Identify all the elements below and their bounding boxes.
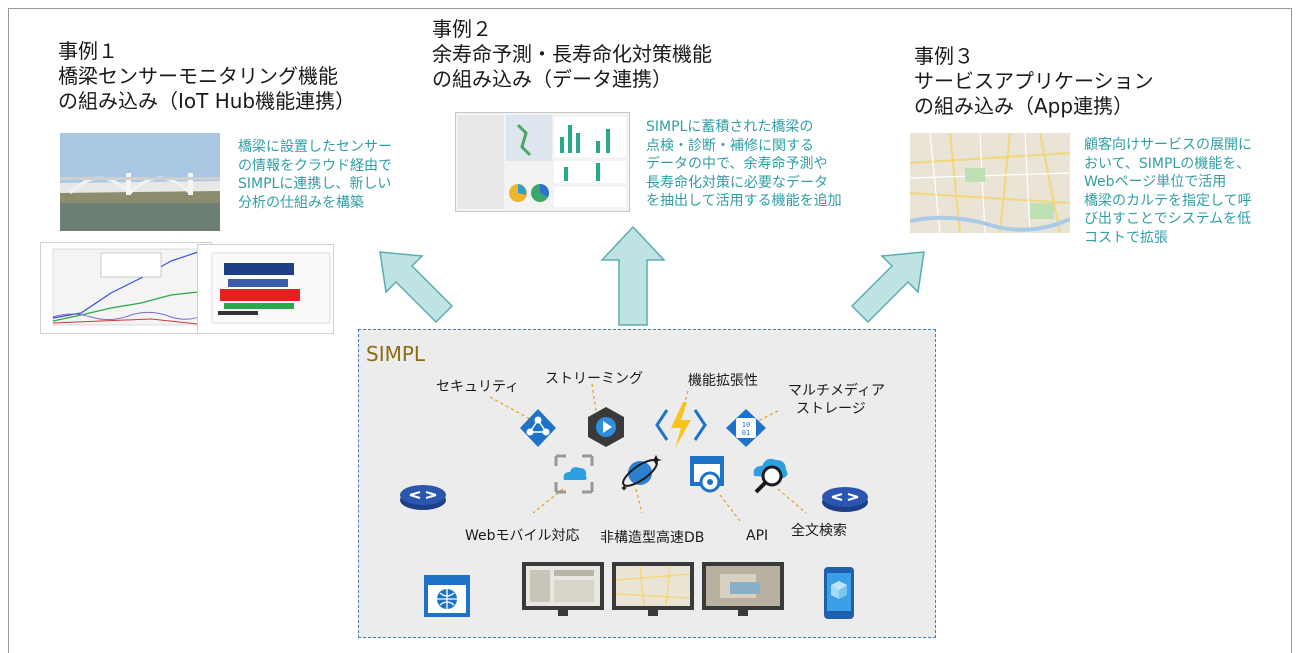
case2-description: SIMPLに蓄積された橋梁の 点検・診断・補修に関する データの中で、余寿命予測… [646,119,842,209]
cloud-app-icon [554,454,594,494]
outer-frame [8,8,1292,653]
label-nosql-db: 非構造型高速DB [600,530,705,546]
arrow-left [379,251,454,324]
cosmos-db-icon [621,455,662,491]
mobile-app-icon [824,567,854,619]
svg-text:01: 01 [742,429,750,437]
api-app-icon [690,456,724,493]
label-security: セキュリティ [436,379,520,395]
azure-ad-icon [520,409,556,447]
label-multimedia: マルチメディア ストレージ [788,383,886,417]
label-search: 全文検索 [791,523,847,539]
case3-title: 事例３ サービスアプリケーション の組み込み（App連携） [914,44,1154,118]
router-icon-right [822,487,868,512]
case2-title: 事例２ 余寿命予測・長寿命化対策機能 の組み込み（データ連携） [432,17,712,91]
search-icon [753,458,788,494]
case3-description: 顧客向けサービスの展開に おいて、SIMPLの機能を、 Webページ単位で活用 … [1084,137,1252,246]
router-icon [400,485,446,510]
web-app-icon [424,575,470,617]
case1-title: 事例１ 橋梁センサーモニタリング機能 の組み込み（IoT Hub機能連携） [58,39,356,113]
functions-icon [655,402,707,448]
desktop-screen-2 [612,562,694,616]
dashboard-screenshot [455,112,630,212]
label-api: API [746,528,769,544]
storage-icon: 10 01 [726,409,766,447]
sensor-scatter-chart [197,244,334,334]
bridge-photo [60,133,220,231]
simpl-title: SIMPL [366,342,426,366]
label-streaming: ストリーミング [545,371,643,387]
map-screenshot [910,133,1070,233]
svg-text:10: 10 [742,421,750,429]
label-extensibility: 機能拡張性 [688,373,758,389]
sensor-line-chart [40,242,212,334]
label-web-mobile: Webモバイル対応 [465,528,580,544]
desktop-screen-1 [522,562,604,616]
arrow-center [600,225,666,326]
case1-description: 橋梁に設置したセンサー の情報をクラウド経由で SIMPLに連携し、新しい 分析… [238,139,392,211]
stream-analytics-icon [588,407,624,447]
arrow-right [850,251,925,324]
desktop-screen-3 [702,562,784,616]
